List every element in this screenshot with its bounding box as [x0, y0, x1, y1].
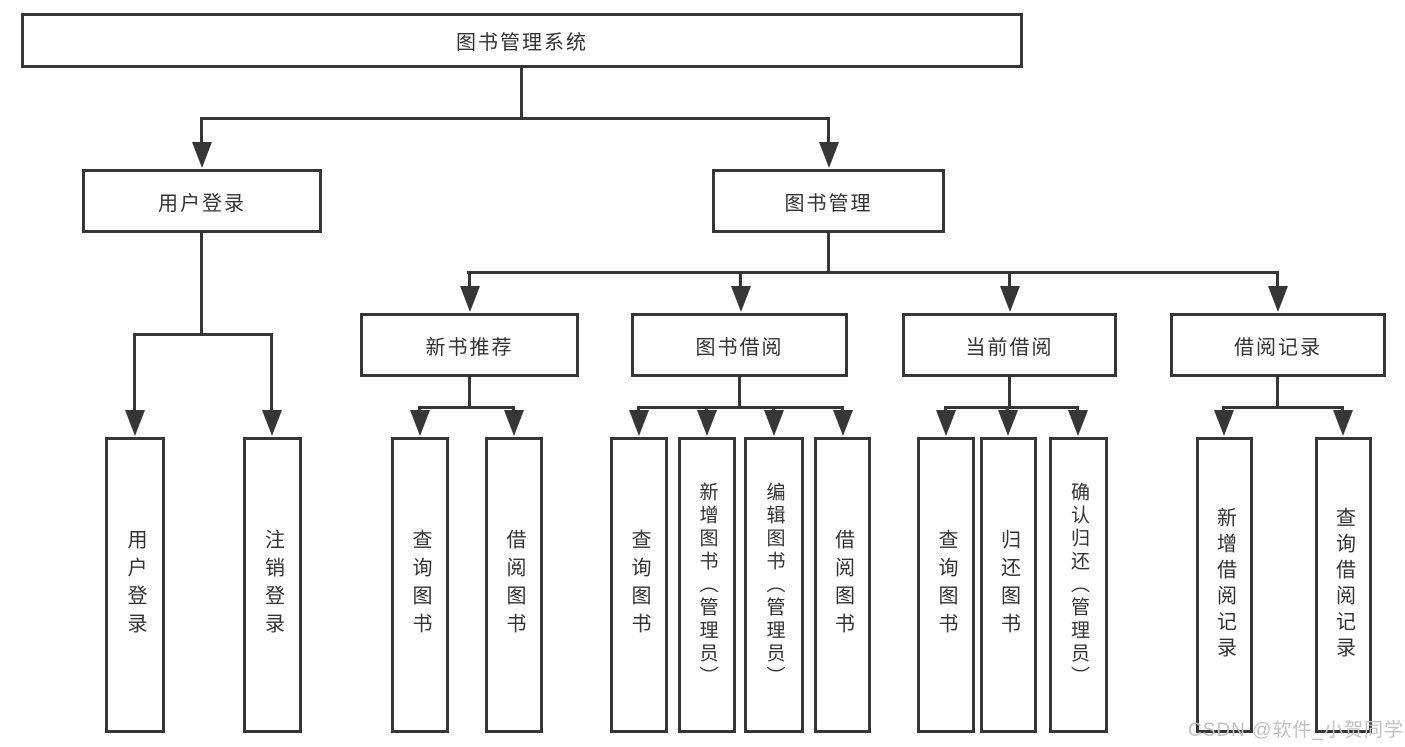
arrow-shaft-leaf-user-login: [133, 333, 136, 411]
leaf-nb-query-books: 查询图书: [391, 437, 449, 733]
arrowhead-book-borrowing: [731, 286, 751, 312]
arrow-shaft-new-book-recommend: [468, 271, 471, 287]
leaf-bb-borrow-books: 借阅图书: [814, 437, 871, 733]
arrowhead-borrowing-records: [1268, 286, 1288, 312]
leaf-user-login-label: 用户登录: [124, 529, 146, 641]
arrow-shaft-leaf-logout: [270, 333, 273, 411]
leaf-cb-query-books-label: 查询图书: [935, 529, 957, 641]
arrowhead-bb-borrow: [833, 410, 853, 436]
arrowhead-user-login: [192, 142, 212, 168]
leaf-nb-query-books-label: 查询图书: [409, 529, 431, 641]
arrowhead-cb-return: [998, 410, 1018, 436]
leaf-cb-confirm-return-admin-label: 确认归还（管理员）: [1068, 481, 1089, 689]
arrow-shaft-br-add: [1222, 406, 1225, 412]
edge-level2-bar: [467, 271, 1279, 274]
arrow-shaft-cb-confirm: [1076, 406, 1079, 412]
arrowhead-cb-confirm: [1068, 410, 1088, 436]
arrowhead-current-borrowing: [1000, 286, 1020, 312]
arrowhead-cb-query: [936, 410, 956, 436]
node-borrowing-records: 借阅记录: [1170, 313, 1386, 377]
edge-new-book-bar: [418, 406, 515, 409]
leaf-br-query-record-label: 查询借阅记录: [1332, 507, 1355, 663]
arrow-shaft-cb-query: [944, 406, 947, 412]
edge-borrowing-records-stem: [1276, 377, 1279, 408]
leaf-cb-return-books: 归还图书: [980, 437, 1037, 733]
node-book-management: 图书管理: [712, 169, 945, 233]
arrow-shaft-nb-query: [418, 406, 421, 412]
arrow-shaft-bb-borrow: [841, 406, 844, 412]
arrow-shaft-bb-add: [705, 406, 708, 412]
node-current-borrowing: 当前借阅: [902, 313, 1117, 377]
arrowhead-new-book-recommend: [460, 286, 480, 312]
edge-new-book-stem: [468, 377, 471, 408]
arrow-shaft-cb-return: [1006, 406, 1009, 412]
arrow-shaft-book-borrowing: [739, 271, 742, 287]
node-user-login: 用户登录: [82, 169, 322, 233]
leaf-bb-add-books-admin-label: 新增图书（管理员）: [696, 481, 718, 689]
leaf-br-query-record: 查询借阅记录: [1315, 437, 1372, 733]
leaf-user-login: 用户登录: [105, 437, 165, 733]
leaf-bb-query-books: 查询图书: [610, 437, 668, 733]
arrowhead-nb-borrow: [504, 410, 524, 436]
leaf-bb-edit-books-admin-label: 编辑图书（管理员）: [763, 481, 785, 689]
edge-borrowing-records-bar: [1222, 406, 1344, 409]
leaf-bb-edit-books-admin: 编辑图书（管理员）: [744, 437, 804, 733]
leaf-logout-label: 注销登录: [261, 529, 284, 641]
arrowhead-br-query: [1333, 410, 1353, 436]
edge-root-stem: [520, 68, 523, 119]
edge-current-borrowing-stem: [1008, 377, 1011, 408]
arrowhead-leaf-logout: [262, 410, 282, 436]
leaf-cb-confirm-return-admin: 确认归还（管理员）: [1049, 437, 1108, 733]
node-new-book-recommend: 新书推荐: [360, 313, 579, 377]
edge-user-login-stem: [200, 233, 203, 336]
edge-user-login-bar: [133, 333, 273, 336]
leaf-cb-query-books: 查询图书: [917, 437, 975, 733]
arrow-shaft-borrowing-records: [1276, 271, 1279, 287]
edge-book-borrowing-stem: [738, 377, 741, 408]
arrowhead-nb-query: [410, 410, 430, 436]
csdn-watermark: CSDN @软件_小贺同学: [1188, 720, 1404, 741]
edge-current-borrowing-bar: [944, 406, 1079, 409]
arrow-shaft-br-query: [1341, 406, 1344, 412]
edge-book-management-stem: [827, 233, 830, 273]
leaf-nb-borrow-books-label: 借阅图书: [503, 529, 525, 641]
leaf-br-add-record-label: 新增借阅记录: [1213, 507, 1236, 663]
arrow-shaft-user-login: [200, 117, 203, 143]
arrow-shaft-bb-edit: [772, 406, 775, 412]
edge-book-borrowing-bar: [637, 406, 844, 409]
leaf-nb-borrow-books: 借阅图书: [485, 437, 543, 733]
leaf-br-add-record: 新增借阅记录: [1196, 437, 1253, 733]
node-book-borrowing: 图书借阅: [631, 313, 848, 377]
arrowhead-book-management: [819, 142, 839, 168]
arrow-shaft-book-management: [827, 117, 830, 143]
leaf-cb-return-books-label: 归还图书: [997, 529, 1020, 641]
leaf-bb-query-books-label: 查询图书: [628, 529, 650, 641]
edge-level1-bar: [200, 117, 830, 120]
arrow-shaft-bb-query: [637, 406, 640, 412]
node-root: 图书管理系统: [21, 13, 1023, 68]
leaf-bb-add-books-admin: 新增图书（管理员）: [678, 437, 736, 733]
arrow-shaft-current-borrowing: [1008, 271, 1011, 287]
arrowhead-bb-query: [629, 410, 649, 436]
arrowhead-bb-add: [697, 410, 717, 436]
arrowhead-leaf-user-login: [125, 410, 145, 436]
leaf-bb-borrow-books-label: 借阅图书: [831, 529, 854, 641]
leaf-logout: 注销登录: [243, 437, 302, 733]
arrowhead-bb-edit: [764, 410, 784, 436]
arrow-shaft-nb-borrow: [512, 406, 515, 412]
arrowhead-br-add: [1214, 410, 1234, 436]
